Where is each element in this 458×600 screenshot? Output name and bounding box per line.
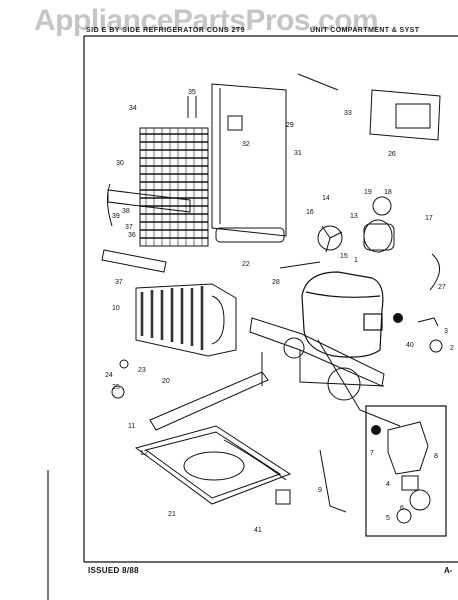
callout-19: 19	[364, 189, 372, 196]
header-model-title: SID E BY SIDE REFRIGERATOR CONS 2T9	[86, 27, 246, 34]
callout-14: 14	[322, 195, 330, 202]
compressor	[301, 271, 384, 358]
callout-41: 41	[254, 527, 262, 534]
condenser-fin-block	[135, 283, 237, 357]
callout-4: 4	[386, 481, 390, 488]
callout-37b: 37	[115, 279, 123, 286]
callout-7: 7	[370, 450, 374, 457]
callout-23: 23	[138, 367, 146, 374]
callout-29: 29	[286, 122, 294, 129]
callout-2: 2	[450, 345, 454, 352]
callout-28: 28	[272, 279, 280, 286]
callout-9: 9	[318, 487, 322, 494]
tubing-lines	[187, 73, 440, 513]
callout-34: 34	[129, 105, 137, 112]
callout-8: 8	[434, 453, 438, 460]
condenser-coil	[139, 127, 209, 247]
callout-33: 33	[344, 110, 352, 117]
callout-13: 13	[350, 213, 358, 220]
callout-21: 21	[168, 511, 176, 518]
drain-pan	[134, 425, 292, 505]
callout-24: 24	[105, 372, 113, 379]
condenser-bracket	[101, 183, 191, 273]
callout-16: 16	[306, 209, 314, 216]
callout-3: 3	[444, 328, 448, 335]
drain-trough	[215, 227, 285, 243]
rear-panel	[211, 83, 287, 237]
callout-40: 40	[406, 342, 414, 349]
small-parts	[111, 317, 443, 505]
callout-12: 12	[140, 450, 148, 457]
watermark-logo: AppliancePartsPros.com	[34, 4, 379, 37]
fan-assembly	[317, 196, 395, 253]
footer-issued-date: ISSUED 8/88	[88, 566, 139, 575]
callout-26: 26	[388, 151, 396, 158]
callout-11: 11	[128, 423, 135, 430]
callout-38: 38	[122, 208, 130, 215]
control-box	[369, 89, 441, 141]
callout-10: 10	[112, 305, 120, 312]
callout-37: 37	[125, 224, 133, 231]
callout-20: 20	[162, 378, 170, 385]
callout-6: 6	[400, 505, 404, 512]
callout-39: 39	[112, 213, 120, 220]
callout-36: 36	[128, 232, 136, 239]
callout-15: 15	[340, 253, 348, 260]
base-frame	[149, 317, 385, 431]
callout-18: 18	[384, 189, 392, 196]
callout-17: 17	[425, 215, 433, 222]
callout-22: 22	[242, 261, 250, 268]
header-section-title: UNIT COMPARTMENT & SYST	[310, 27, 420, 34]
detail-marker-b	[393, 313, 403, 323]
detail-inset	[365, 405, 447, 537]
callout-31: 31	[294, 150, 302, 157]
callout-5: 5	[386, 515, 390, 522]
callout-25: 25	[112, 384, 120, 391]
detail-marker-a	[371, 425, 381, 435]
callout-32: 32	[242, 141, 250, 148]
callout-30: 30	[116, 160, 124, 167]
callout-27: 27	[438, 284, 446, 291]
callout-35: 35	[188, 89, 196, 96]
footer-page-ref: A-	[444, 566, 453, 575]
callout-1: 1	[354, 257, 358, 264]
